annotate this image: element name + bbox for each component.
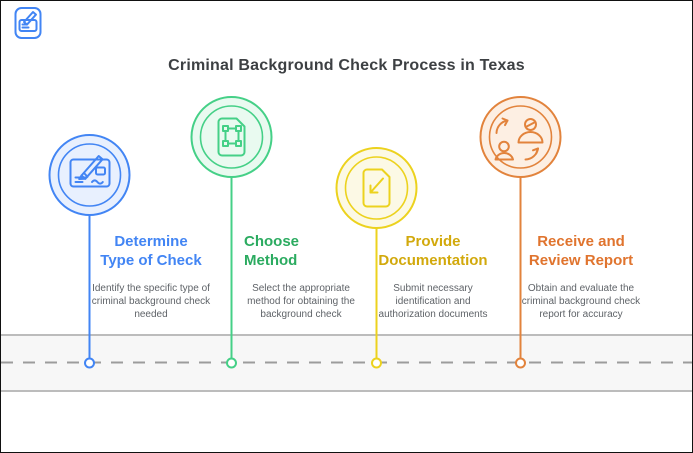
document-arrow-icon [362,168,391,208]
timeline-road [1,334,692,392]
step-1-description: Identify the specific type of criminal b… [91,283,211,320]
step-2-title: Choose Method [244,232,374,270]
milestone-step-1 [48,134,131,369]
step-title-line: Type of Check [100,252,202,269]
timeline-dot [226,357,237,369]
step-1-title: Determine Type of Check [89,232,213,270]
milestone-inner-ring [57,143,122,207]
step-title-line: Determine [114,233,188,250]
step-4-title: Receive and Review Report [519,232,643,270]
step-title-line: Documentation [378,252,488,269]
step-title-line: Receive and [537,233,625,250]
step-title-line: Provide [405,233,461,250]
milestone-inner-ring [344,156,409,220]
cheque-pen-icon [69,155,111,188]
milestone-inner-ring [199,105,264,169]
page-title: Criminal Background Check Process in Tex… [168,57,525,74]
document-select-icon [217,117,246,157]
milestone-step-3 [335,147,418,369]
timeline-dot [515,357,526,369]
milestone-step-4 [479,96,562,369]
step-3-description: Submit necessary identification and auth… [378,283,488,320]
milestone-inner-ring [488,105,553,169]
timeline-dot [84,357,95,369]
people-exchange-icon [494,117,544,161]
milestone-step-2 [190,96,273,369]
step-title-line: Method [244,252,298,269]
step-4-description: Obtain and evaluate the criminal backgro… [521,283,641,320]
milestone-circle [190,96,273,178]
cheque-logo-icon [14,7,42,39]
step-title-line: Choose [244,233,300,250]
milestone-circle [335,147,418,229]
step-title-line: Review Report [528,252,634,269]
step-2-description: Select the appropriate method for obtain… [247,283,355,320]
timeline-dot [371,357,382,369]
step-3-title: Provide Documentation [371,232,495,270]
